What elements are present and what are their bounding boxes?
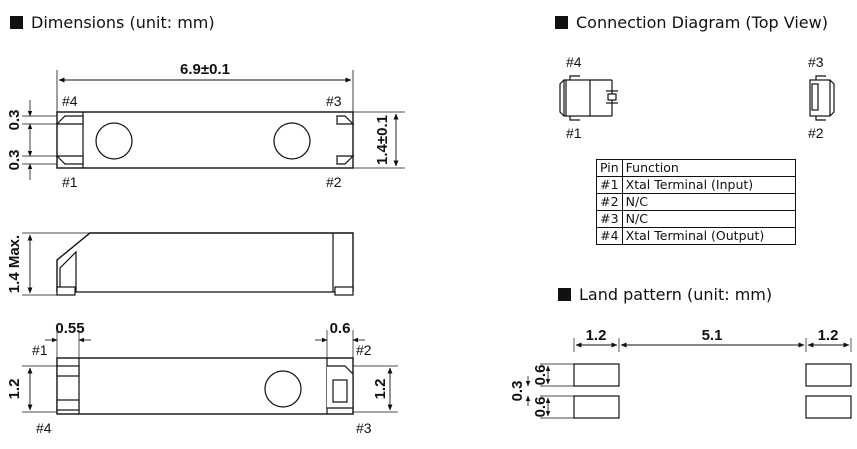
conn-pin-label-bl: #1 (566, 125, 582, 141)
side-view (22, 232, 354, 296)
right-height-dimension: 1.2 (372, 379, 389, 400)
land-pattern (525, 338, 852, 419)
table-row: #1 Xtal Terminal (Input) (596, 176, 796, 194)
table-cell-pin: #2 (596, 193, 623, 211)
table-cell-function: N/C (621, 193, 796, 211)
table-cell-pin: #3 (596, 210, 623, 228)
pin-label-bl: #1 (62, 174, 78, 190)
bottom-pin-label-tr: #2 (356, 342, 372, 358)
right-pad-width-dimension: 0.6 (330, 320, 351, 337)
conn-pin-label-tr: #3 (808, 54, 824, 70)
connection-diagram (559, 75, 835, 121)
table-cell-function: N/C (621, 210, 796, 228)
table-row: #4 Xtal Terminal (Output) (596, 227, 796, 245)
land-gap-dimension: 5.1 (702, 327, 723, 344)
table-header-function: Function (621, 159, 796, 177)
table-header-pin: Pin (596, 159, 623, 177)
height-dimension: 1.4±0.1 (374, 115, 391, 165)
table-cell-pin: #1 (596, 176, 623, 194)
dimensions-title: Dimensions (unit: mm) (10, 13, 215, 32)
conn-pin-label-br: #2 (808, 125, 824, 141)
land-pad-height-bottom: 0.6 (532, 397, 549, 418)
pin-label-tr: #3 (326, 93, 342, 109)
table-cell-pin: #4 (596, 227, 623, 245)
pin-function-table: Pin Function #1 Xtal Terminal (Input) #2… (596, 159, 796, 245)
table-row: #3 N/C (596, 210, 796, 228)
land-pad-gap: 0.3 (509, 381, 526, 402)
table-header-row: Pin Function (596, 159, 796, 177)
pin-label-tl: #4 (62, 93, 78, 109)
length-dimension: 6.9±0.1 (180, 61, 230, 78)
bottom-pin-label-tl: #1 (32, 342, 48, 358)
table-cell-function: Xtal Terminal (Output) (621, 227, 796, 245)
top-view (22, 70, 405, 180)
land-pad-width-right: 1.2 (818, 327, 839, 344)
table-row: #2 N/C (596, 193, 796, 211)
land-pad-width-left: 1.2 (586, 327, 607, 344)
land-pattern-title: Land pattern (unit: mm) (558, 285, 772, 304)
left-height-dimension: 1.2 (6, 379, 23, 400)
land-pad-height-top: 0.6 (532, 365, 549, 386)
table-cell-function: Xtal Terminal (Input) (621, 176, 796, 194)
bottom-view (22, 330, 398, 415)
left-pad-width-dimension: 0.55 (55, 320, 84, 337)
square-bullet-icon (10, 16, 23, 29)
bottom-pin-label-bl: #4 (36, 420, 52, 436)
connection-title: Connection Diagram (Top View) (555, 13, 828, 32)
max-height-dimension: 1.4 Max. (6, 235, 23, 293)
pad-upper-dimension: 0.3 (6, 110, 23, 131)
bottom-pin-label-br: #3 (356, 420, 372, 436)
pad-lower-dimension: 0.3 (6, 150, 23, 171)
square-bullet-icon (555, 16, 568, 29)
pin-label-br: #2 (326, 174, 342, 190)
conn-pin-label-tl: #4 (566, 54, 582, 70)
square-bullet-icon (558, 288, 571, 301)
